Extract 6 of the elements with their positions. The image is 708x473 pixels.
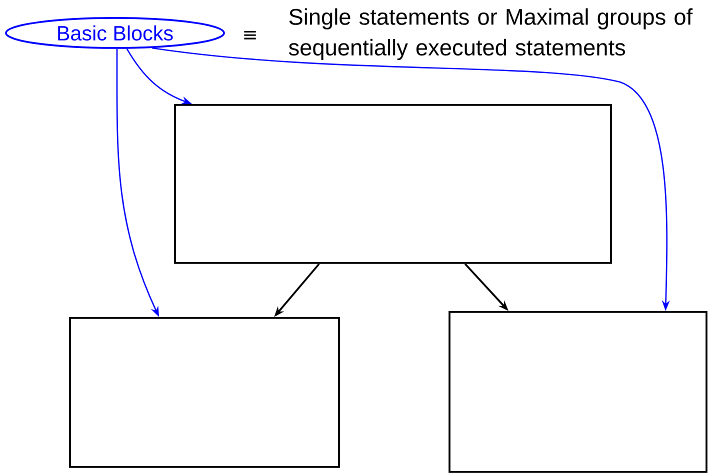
description-text: Single statements or Maximal groups of sequentially executed statements	[288, 8, 693, 60]
ellipse-node: Basic Blocks	[5, 17, 225, 49]
empty-box	[174, 104, 612, 264]
empty-box	[448, 311, 708, 473]
empty-box	[69, 317, 340, 468]
equivalence-sign: ≡	[244, 30, 256, 40]
